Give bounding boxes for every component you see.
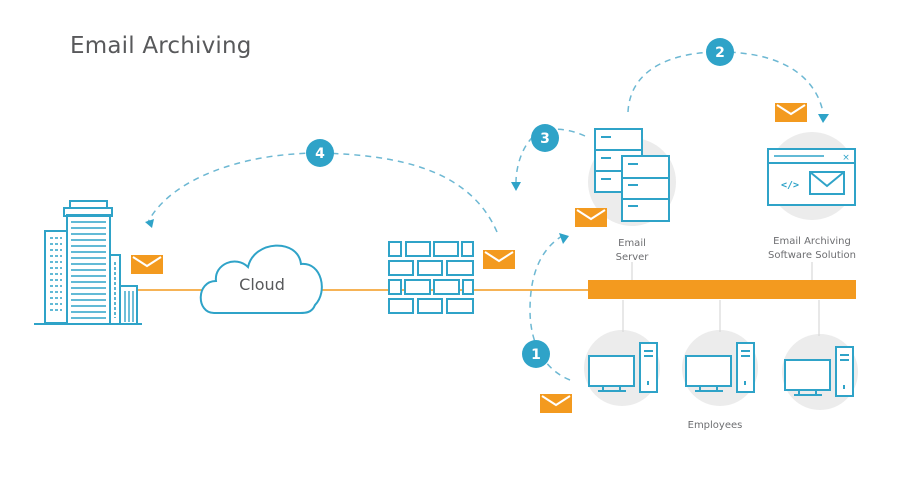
envelope-icon <box>130 254 164 275</box>
archiving-label-line1: Email Archiving <box>773 236 851 247</box>
flow-path-step-3 <box>515 128 586 183</box>
arrowhead-icon <box>818 114 829 123</box>
arrowhead-icon <box>145 219 154 228</box>
archiving-label-line2: Software Solution <box>768 250 856 261</box>
office-building-icon <box>34 200 142 325</box>
email-server-label-line1: Email <box>618 238 646 249</box>
server-icon <box>594 128 670 222</box>
svg-text:4: 4 <box>315 146 325 162</box>
archiving-node: × </> Email Archiving Software Solution <box>767 148 856 261</box>
svg-text:3: 3 <box>540 131 550 147</box>
employees-label: Employees <box>688 420 743 431</box>
step-badge-1: 1 <box>522 340 550 368</box>
cloud-node: Cloud <box>199 244 323 314</box>
flow-path-step-1 <box>529 235 571 381</box>
envelope-icon <box>774 102 808 123</box>
window-close-glyph: × <box>842 153 850 163</box>
cloud-label: Cloud <box>239 275 285 294</box>
svg-text:2: 2 <box>715 45 725 61</box>
bus-connectors <box>622 262 820 336</box>
desktop-computer-icon <box>685 342 755 393</box>
svg-text:1: 1 <box>531 347 541 363</box>
code-glyph: </> <box>781 180 799 191</box>
step-badge-2: 2 <box>706 38 734 66</box>
diagram-title: Email Archiving <box>70 33 252 59</box>
email-server-node: Email Server <box>594 128 670 263</box>
envelope-icon <box>482 249 516 270</box>
flow-path-step-4 <box>147 152 498 233</box>
network-bus <box>588 280 856 299</box>
arrowhead-icon <box>559 233 569 244</box>
desktop-computer-icon <box>588 342 658 393</box>
step-badge-4: 4 <box>306 139 334 167</box>
archive-window-icon: × </> <box>767 148 856 206</box>
envelope-icon <box>539 393 573 414</box>
arrowhead-icon <box>511 182 521 191</box>
desktop-computer-icon <box>784 346 854 397</box>
firewall-icon <box>388 241 474 314</box>
step-badge-3: 3 <box>531 124 559 152</box>
email-server-label-line2: Server <box>616 252 650 263</box>
cloud-icon <box>199 244 323 314</box>
envelope-icon <box>574 207 608 228</box>
